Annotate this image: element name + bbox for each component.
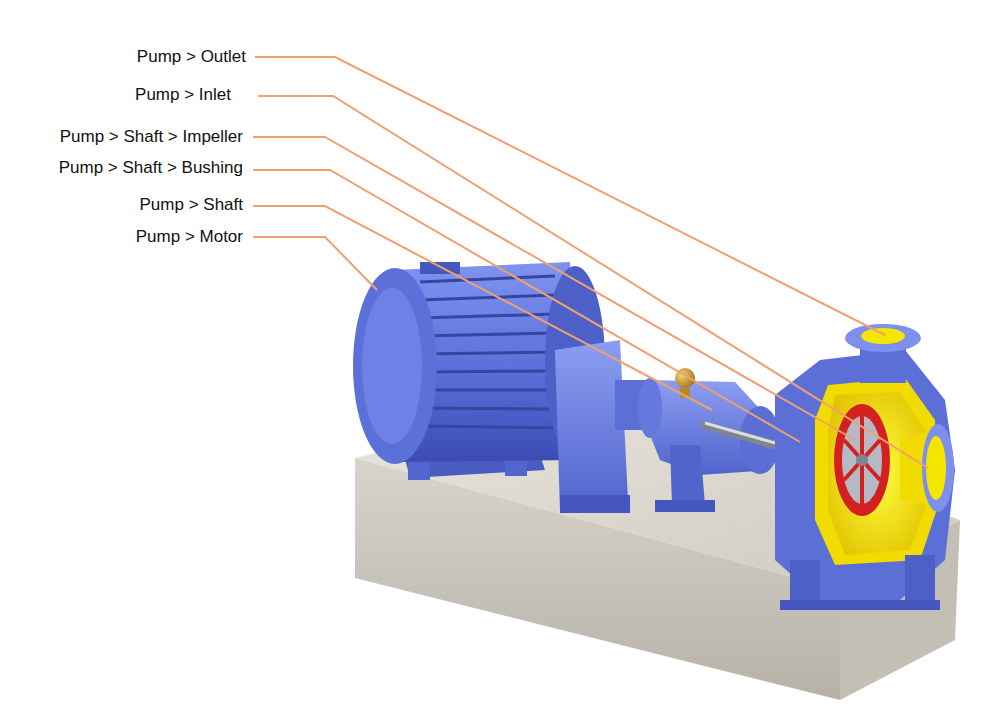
part-label: Pump > Motor bbox=[136, 227, 243, 247]
part-label: Pump > Shaft bbox=[140, 195, 243, 215]
part-label: Pump > Outlet bbox=[137, 47, 246, 67]
motor-bracket bbox=[555, 340, 655, 513]
part-label: Pump > Shaft > Bushing bbox=[59, 158, 243, 178]
outlet-nozzle bbox=[845, 324, 921, 383]
leader-lines bbox=[253, 57, 928, 468]
part-label: Pump > Shaft > Impeller bbox=[60, 127, 243, 147]
part-label: Pump > Inlet bbox=[135, 85, 231, 105]
